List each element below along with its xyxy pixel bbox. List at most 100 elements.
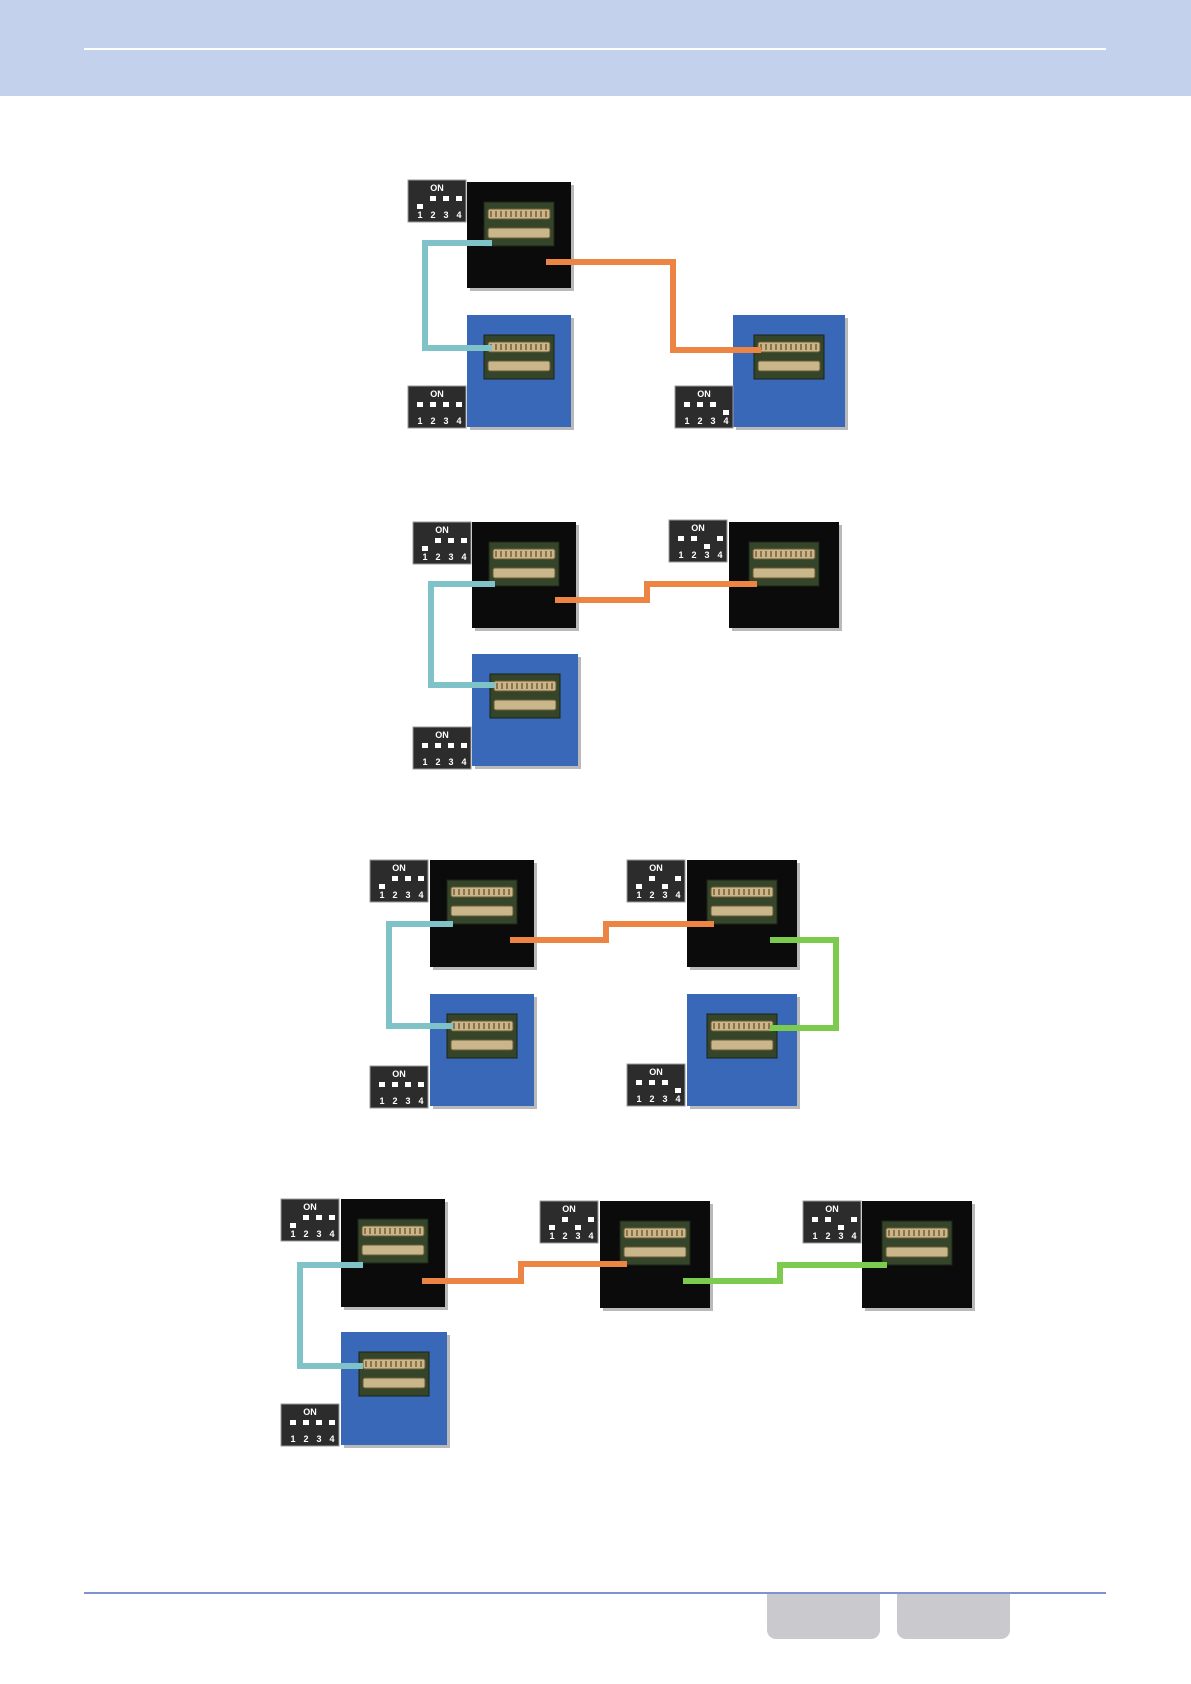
connector-pin [410, 1361, 412, 1367]
dip-switch-3 [575, 1225, 581, 1230]
connector-pin [511, 683, 513, 689]
dip-number-2: 2 [435, 757, 440, 767]
connector-lower [886, 1247, 948, 1257]
dip-switch-4 [461, 538, 467, 543]
connector-pin [493, 1023, 495, 1029]
dip-number-4: 4 [461, 757, 466, 767]
connector-pin [379, 1228, 381, 1234]
dip-on-label: ON [435, 525, 449, 535]
main-unit-1: ON1234 [281, 1199, 448, 1310]
connector-pin [728, 1023, 730, 1029]
dip-number-1: 1 [422, 757, 427, 767]
connector-pin [545, 344, 547, 350]
connector-pin [928, 1230, 930, 1236]
connector-pin [810, 344, 812, 350]
connector-pin [525, 551, 527, 557]
dip-number-4: 4 [418, 890, 423, 900]
dip-number-2: 2 [430, 210, 435, 220]
connector-pin [805, 344, 807, 350]
connector-pin [500, 344, 502, 350]
connector-pin [908, 1230, 910, 1236]
dip-switch-4 [851, 1217, 857, 1222]
connector-pin [458, 889, 460, 895]
dip-number-1: 1 [549, 1231, 554, 1241]
dip-switch-1 [417, 204, 423, 209]
connector-pin [503, 889, 505, 895]
connector-pin [893, 1230, 895, 1236]
footer-tab-button-left[interactable] [767, 1594, 880, 1639]
dip-number-2: 2 [649, 890, 654, 900]
dip-number-4: 4 [851, 1231, 856, 1241]
dip-number-3: 3 [443, 210, 448, 220]
dip-number-2: 2 [697, 416, 702, 426]
connector-pin [495, 344, 497, 350]
connector-pin [671, 1230, 673, 1236]
connector-pin [938, 1230, 940, 1236]
connector-pin [520, 344, 522, 350]
connector-pin [550, 551, 552, 557]
dip-switch: ON1234 [370, 860, 428, 902]
dip-switch-1 [290, 1223, 296, 1228]
connector-pin [913, 1230, 915, 1236]
connector-pin [395, 1361, 397, 1367]
connector-lower [753, 568, 815, 578]
connector-pin [483, 1023, 485, 1029]
connector-pin [506, 683, 508, 689]
dip-switch-4 [675, 876, 681, 881]
connector-pin [364, 1228, 366, 1234]
connector-pin [405, 1361, 407, 1367]
connector-pin [535, 344, 537, 350]
dip-number-1: 1 [636, 1094, 641, 1104]
dip-number-3: 3 [405, 1096, 410, 1106]
connector-pin [775, 344, 777, 350]
connector-pin [375, 1361, 377, 1367]
connector-pin [753, 889, 755, 895]
connector-pin [676, 1230, 678, 1236]
dip-number-1: 1 [379, 1096, 384, 1106]
connector-pin [498, 889, 500, 895]
connector-pin [503, 1023, 505, 1029]
connector-pin [933, 1230, 935, 1236]
connector-pin [805, 551, 807, 557]
dip-number-1: 1 [290, 1229, 295, 1239]
connector-pin [525, 344, 527, 350]
dip-switch-3 [448, 538, 454, 543]
dip-number-1: 1 [290, 1434, 295, 1444]
connector-pin [681, 1230, 683, 1236]
unit-board [707, 1014, 777, 1058]
connector-pin [404, 1228, 406, 1234]
dip-number-4: 4 [717, 550, 722, 560]
footer-tab-button-right[interactable] [897, 1594, 1010, 1639]
connector-pin [535, 211, 537, 217]
dip-switch: ON1234 [540, 1201, 598, 1243]
dip-switch-4 [461, 743, 467, 748]
connector-lower [711, 906, 773, 916]
dip-on-label: ON [392, 1069, 406, 1079]
connector-pin [790, 551, 792, 557]
connector-pin [505, 211, 507, 217]
dip-switch-4 [329, 1420, 335, 1425]
connector-pin [495, 551, 497, 557]
unit-board [489, 542, 559, 586]
connector-pin [758, 889, 760, 895]
dip-switch-4 [723, 410, 729, 415]
connector-pin [646, 1230, 648, 1236]
connector-pin [540, 344, 542, 350]
dip-number-3: 3 [448, 757, 453, 767]
main-unit-2: ON1234 [669, 520, 842, 631]
connector-lower [451, 906, 513, 916]
connector-pin [738, 889, 740, 895]
connector-pin [468, 1023, 470, 1029]
connector-pin [420, 1361, 422, 1367]
unit-board [620, 1221, 690, 1265]
connector-pin [903, 1230, 905, 1236]
connector-pin [748, 889, 750, 895]
connector-pin [526, 683, 528, 689]
connector-pin [753, 1023, 755, 1029]
connector-pin [718, 1023, 720, 1029]
connector-pin [508, 889, 510, 895]
connector-pin [496, 683, 498, 689]
connector-pin [541, 683, 543, 689]
connector-lower [494, 700, 556, 710]
